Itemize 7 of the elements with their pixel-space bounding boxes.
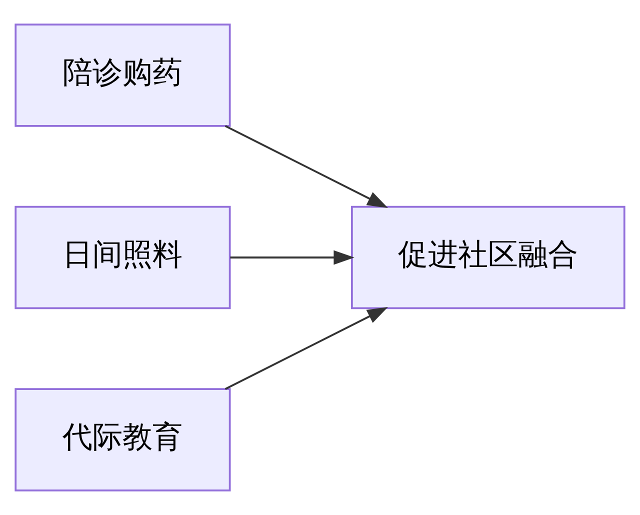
arrow (224, 307, 388, 390)
node-box: 促进社区融合 (351, 206, 626, 310)
node-box: 代际教育 (14, 388, 231, 492)
arrow (230, 250, 354, 265)
arrow (224, 125, 388, 208)
node-box: 日间照料 (14, 206, 231, 310)
node-box: 陪诊购药 (14, 24, 231, 127)
